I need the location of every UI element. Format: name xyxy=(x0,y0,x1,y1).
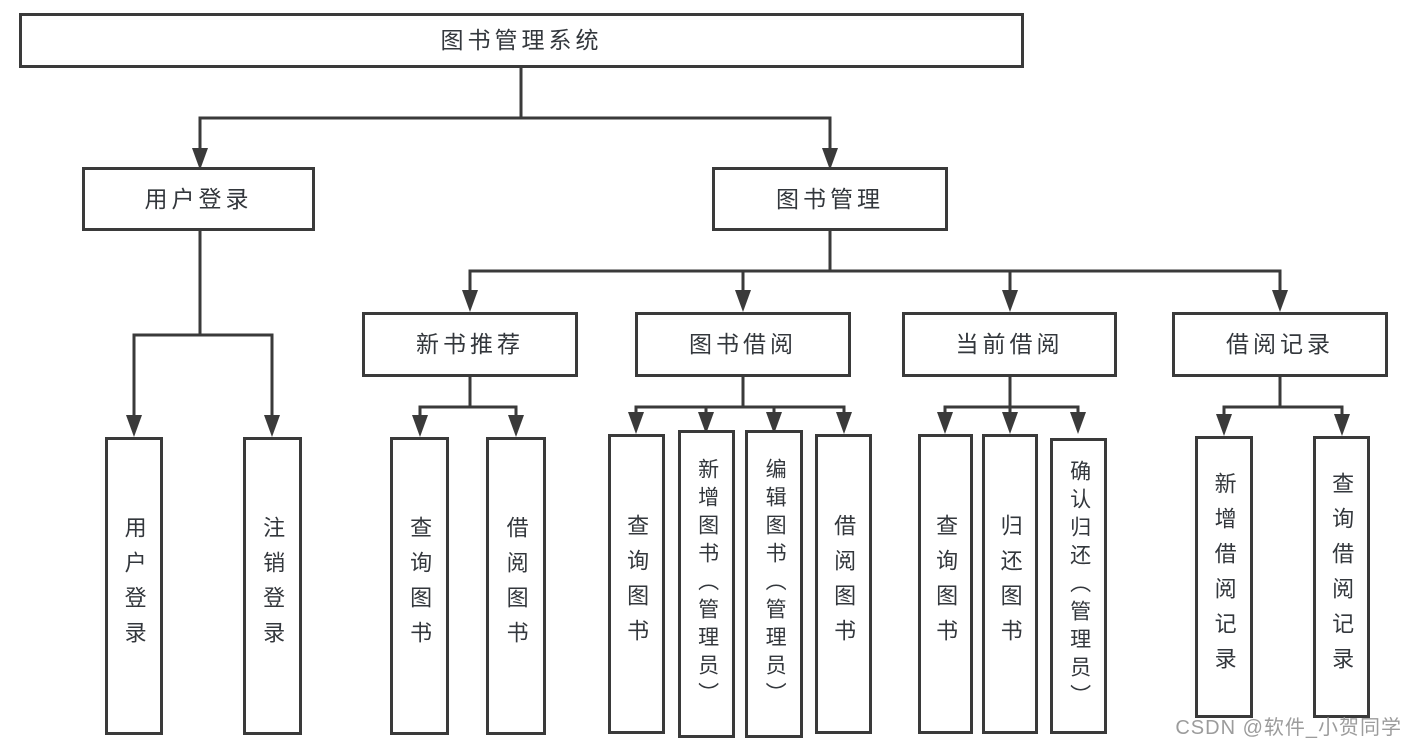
node-borrowing-records: 借阅记录 xyxy=(1172,312,1388,377)
node-add-borrow-record: 新增借阅记录 xyxy=(1195,436,1253,718)
node-query-books-borrowing: 查询图书 xyxy=(608,434,665,734)
node-current-borrowing: 当前借阅 xyxy=(902,312,1117,377)
node-library-system: 图书管理系统 xyxy=(19,13,1024,68)
node-user-login-leaf: 用户登录 xyxy=(105,437,163,735)
node-add-books-admin: 新增图书（管理员） xyxy=(678,430,735,738)
node-book-management: 图书管理 xyxy=(712,167,948,231)
node-edit-books-admin: 编辑图书（管理员） xyxy=(745,430,803,738)
node-query-books-newbook: 查询图书 xyxy=(390,437,449,735)
node-query-borrow-record: 查询借阅记录 xyxy=(1313,436,1370,718)
arrowheads xyxy=(126,148,1350,437)
csdn-watermark: CSDN @软件_小贺同学 xyxy=(1175,717,1402,739)
node-new-book-recommendation: 新书推荐 xyxy=(362,312,578,377)
node-query-books-current: 查询图书 xyxy=(918,434,973,734)
node-return-books: 归还图书 xyxy=(982,434,1038,734)
node-logout-leaf: 注销登录 xyxy=(243,437,302,735)
node-book-borrowing: 图书借阅 xyxy=(635,312,851,377)
node-borrow-books-borrowing: 借阅图书 xyxy=(815,434,872,734)
node-borrow-books-newbook: 借阅图书 xyxy=(486,437,546,735)
node-confirm-return-admin: 确认归还（管理员） xyxy=(1050,438,1107,734)
node-user-login: 用户登录 xyxy=(82,167,315,231)
